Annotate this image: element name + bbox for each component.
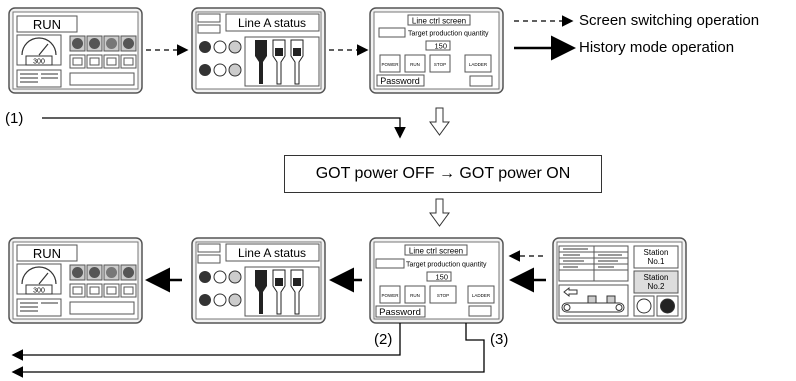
target-label-top: Target production quantity [408,31,489,38]
flow-line-1 [42,117,406,139]
ctrl-buttons-top: POWER RUN STOP LADDER [379,54,492,73]
run-screen-top: RUN 300 [8,7,143,94]
run-title-top: RUN [33,17,61,32]
svg-text:STOP: STOP [437,293,449,298]
password-label-bottom: Password [379,307,421,318]
run-title-bottom: RUN [33,246,61,261]
svg-text:POWER: POWER [381,293,399,298]
station2-label-b: No.2 [648,282,665,291]
line-status-screen-bottom: Line A status [191,237,326,324]
meter-value-top: 300 [33,59,45,66]
line-status-title-top: Line A status [238,16,306,30]
target-label-bottom: Target production quantity [406,262,487,269]
svg-text:RUN: RUN [410,62,420,67]
station1-label-a: Station [644,248,669,257]
return-line-2 [11,323,401,361]
callout-3: (3) [490,331,509,348]
legend-screen-switching: Screen switching operation [579,12,760,29]
svg-text:POWER: POWER [381,62,399,67]
lamp-row-top [69,35,137,52]
legend-history-mode: History mode operation [579,39,735,56]
svg-text:LADDER: LADDER [469,62,488,67]
ctrl-title-bottom: Line ctrl screen [409,247,463,256]
power-cycle-box: GOT power OFF → GOT power ON [284,155,602,193]
line-lamps-top [199,40,242,77]
svg-text:LADDER: LADDER [472,293,491,298]
switch-row-top [69,54,137,69]
line-status-title-bottom: Line A status [238,246,306,260]
callout-1: (1) [5,110,24,127]
line-ctrl-screen-top: Line ctrl screen Target production quant… [369,7,504,94]
station2-label-a: Station [644,273,669,282]
hollow-down-arrow-2 [429,198,450,227]
station1-label-b: No.1 [648,257,665,266]
password-label-top: Password [380,76,420,86]
svg-text:RUN: RUN [410,293,420,298]
line-status-screen-top: Line A status [191,7,326,94]
target-value-bottom: 150 [435,273,448,282]
svg-text:STOP: STOP [434,62,446,67]
run-screen-bottom: RUN 300 [8,237,143,324]
target-value-top: 150 [434,42,447,51]
ctrl-title-top: Line ctrl screen [412,17,466,26]
line-ctrl-screen-bottom: Line ctrl screen Target production quant… [369,237,504,324]
callout-2: (2) [374,331,393,348]
meter-value-bottom: 300 [33,288,45,295]
return-line-3 [11,323,485,378]
station-screen: Station No.1 Station No.2 [552,237,687,324]
hollow-down-arrow-1 [429,107,450,136]
